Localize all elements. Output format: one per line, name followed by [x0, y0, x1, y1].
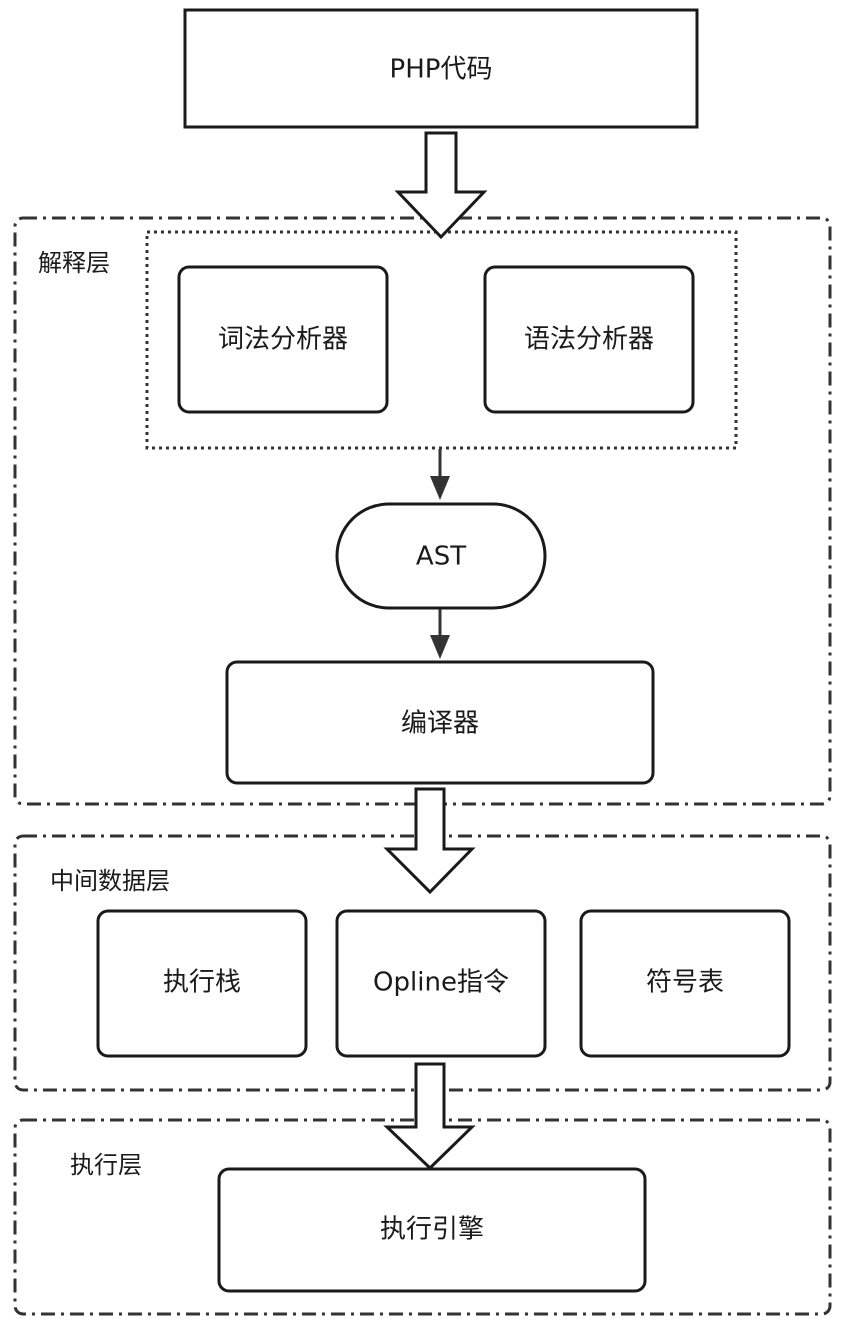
lexer-label: 词法分析器: [218, 325, 348, 355]
arrow-interpret-to-data: [383, 787, 476, 895]
parser-box: [483, 265, 695, 414]
exec-stack-box: [96, 909, 308, 1058]
ast-label: AST: [416, 542, 466, 572]
symbol-table-label: 符号表: [646, 968, 724, 998]
exec-stack-label: 执行栈: [163, 968, 241, 998]
arrow-analyzers-to-ast-head: [430, 476, 450, 500]
lexer-box: [177, 265, 389, 414]
interpret-layer-label: 解释层: [38, 249, 110, 277]
arrow-php-to-interpret: [394, 131, 488, 240]
symbol-table-box: [579, 909, 791, 1058]
php-code-label: PHP代码: [390, 55, 493, 85]
arrow-data-to-exec: [383, 1062, 476, 1171]
opline-box: [335, 909, 547, 1058]
data-layer-label: 中间数据层: [50, 867, 170, 895]
compiler-box: [225, 660, 655, 785]
arrow-ast-to-compiler-head: [430, 635, 450, 659]
compiler-label: 编译器: [401, 709, 479, 739]
ast-node: [335, 502, 547, 610]
exec-layer-label: 执行层: [70, 1151, 142, 1179]
php-code-box: [183, 8, 699, 129]
parser-label: 语法分析器: [524, 325, 654, 355]
exec-engine-box: [217, 1167, 647, 1293]
exec-engine-label: 执行引擎: [380, 1215, 484, 1245]
opline-label: Opline指令: [373, 968, 509, 998]
